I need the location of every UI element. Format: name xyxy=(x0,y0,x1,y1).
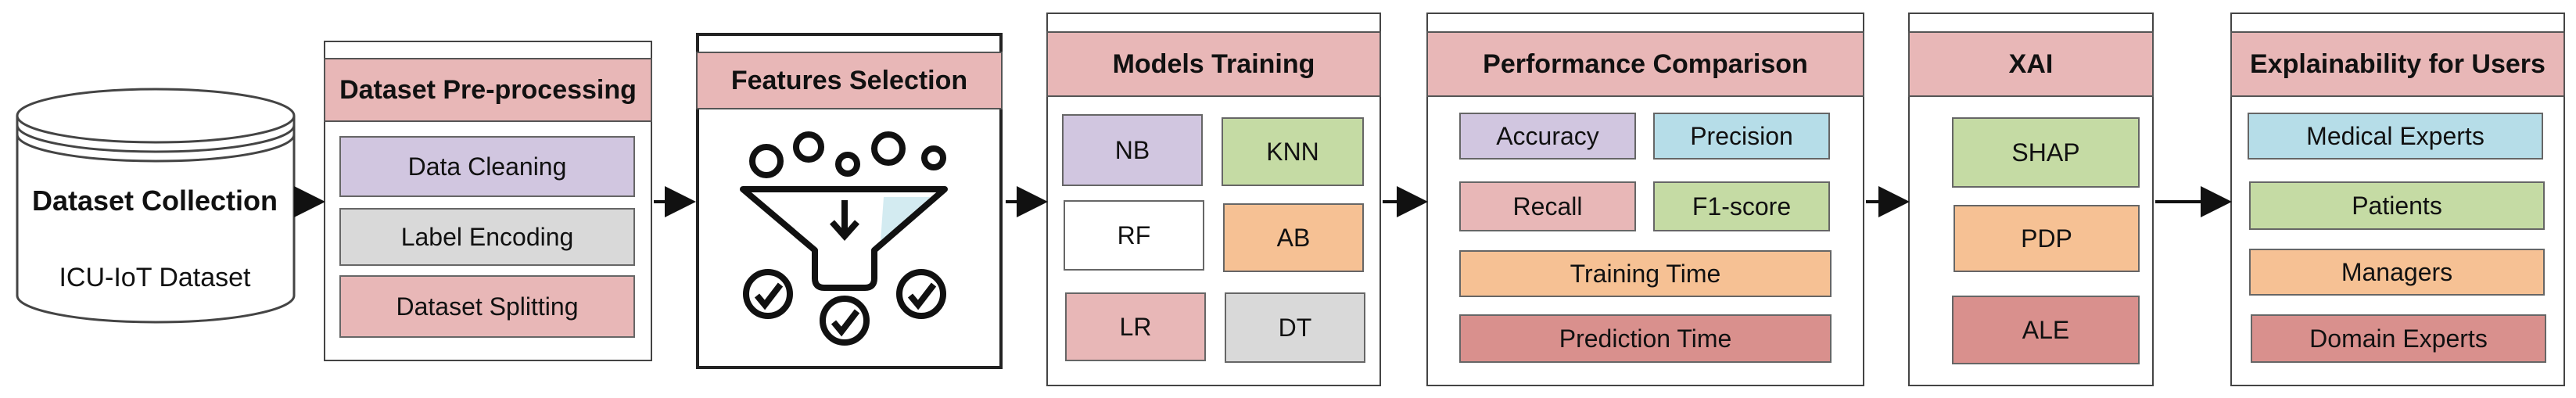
explainability-header: Explainability for Users xyxy=(2230,31,2565,97)
model-knn: KNN xyxy=(1222,117,1364,186)
model-lr: LR xyxy=(1065,292,1206,361)
xai-shap: SHAP xyxy=(1952,117,2140,188)
data-cleaning-item: Data Cleaning xyxy=(339,136,635,197)
user-managers: Managers xyxy=(2249,249,2545,296)
metric-f1-score: F1-score xyxy=(1653,181,1830,231)
funnel-filter-icon xyxy=(740,131,948,346)
user-medical-experts: Medical Experts xyxy=(2248,113,2543,160)
metric-training-time: Training Time xyxy=(1459,250,1832,297)
features-header: Features Selection xyxy=(696,52,1003,109)
xai-ale: ALE xyxy=(1952,296,2140,364)
metric-prediction-time: Prediction Time xyxy=(1459,314,1832,363)
model-nb: NB xyxy=(1062,114,1203,186)
metric-recall: Recall xyxy=(1459,181,1636,231)
metric-accuracy: Accuracy xyxy=(1459,113,1636,160)
dataset-collection-subtitle: ICU-IoT Dataset xyxy=(59,263,251,292)
dataset-collection-title: Dataset Collection xyxy=(31,185,278,217)
model-rf: RF xyxy=(1064,200,1204,271)
performance-header: Performance Comparison xyxy=(1426,31,1864,97)
user-domain-experts: Domain Experts xyxy=(2251,314,2546,363)
models-header: Models Training xyxy=(1046,31,1381,97)
model-ab: AB xyxy=(1223,203,1364,272)
dataset-splitting-item: Dataset Splitting xyxy=(339,275,635,338)
database-cylinder-icon xyxy=(16,88,296,324)
xai-pdp: PDP xyxy=(1954,205,2140,272)
preprocessing-header: Dataset Pre-processing xyxy=(324,58,652,122)
user-patients: Patients xyxy=(2249,181,2545,230)
metric-precision: Precision xyxy=(1653,113,1830,160)
xai-header: XAI xyxy=(1908,31,2154,97)
label-encoding-item: Label Encoding xyxy=(339,208,635,266)
model-dt: DT xyxy=(1225,292,1365,363)
